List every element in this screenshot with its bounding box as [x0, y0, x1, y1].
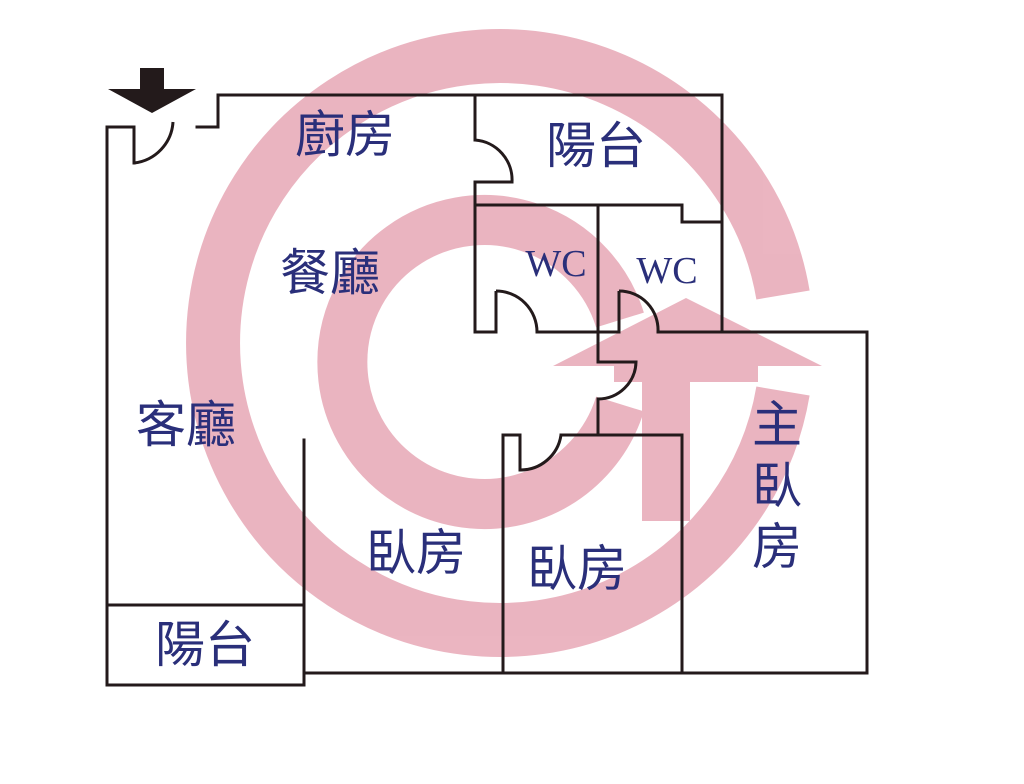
label-balcony-top: 陽台	[546, 117, 646, 175]
label-master-3: 房	[752, 518, 802, 576]
label-kitchen: 廚房	[295, 106, 395, 164]
doors	[133, 121, 660, 472]
label-master-2: 臥	[752, 457, 802, 515]
label-master-1: 主	[752, 396, 802, 454]
label-bedroom-1: 臥房	[366, 524, 466, 582]
walls	[105, 93, 869, 687]
room-labels: 廚房 陽台 餐廳 WC WC 客廳 臥房 臥房 主 臥 房 陽台	[136, 106, 802, 674]
label-bedroom-2: 臥房	[527, 540, 627, 598]
label-living: 客廳	[136, 396, 236, 454]
label-wc-2: WC	[636, 250, 697, 292]
label-balcony-bottom: 陽台	[155, 616, 255, 674]
label-dining: 餐廳	[280, 244, 380, 302]
down-arrow-icon	[108, 68, 196, 113]
label-wc-1: WC	[525, 243, 586, 285]
